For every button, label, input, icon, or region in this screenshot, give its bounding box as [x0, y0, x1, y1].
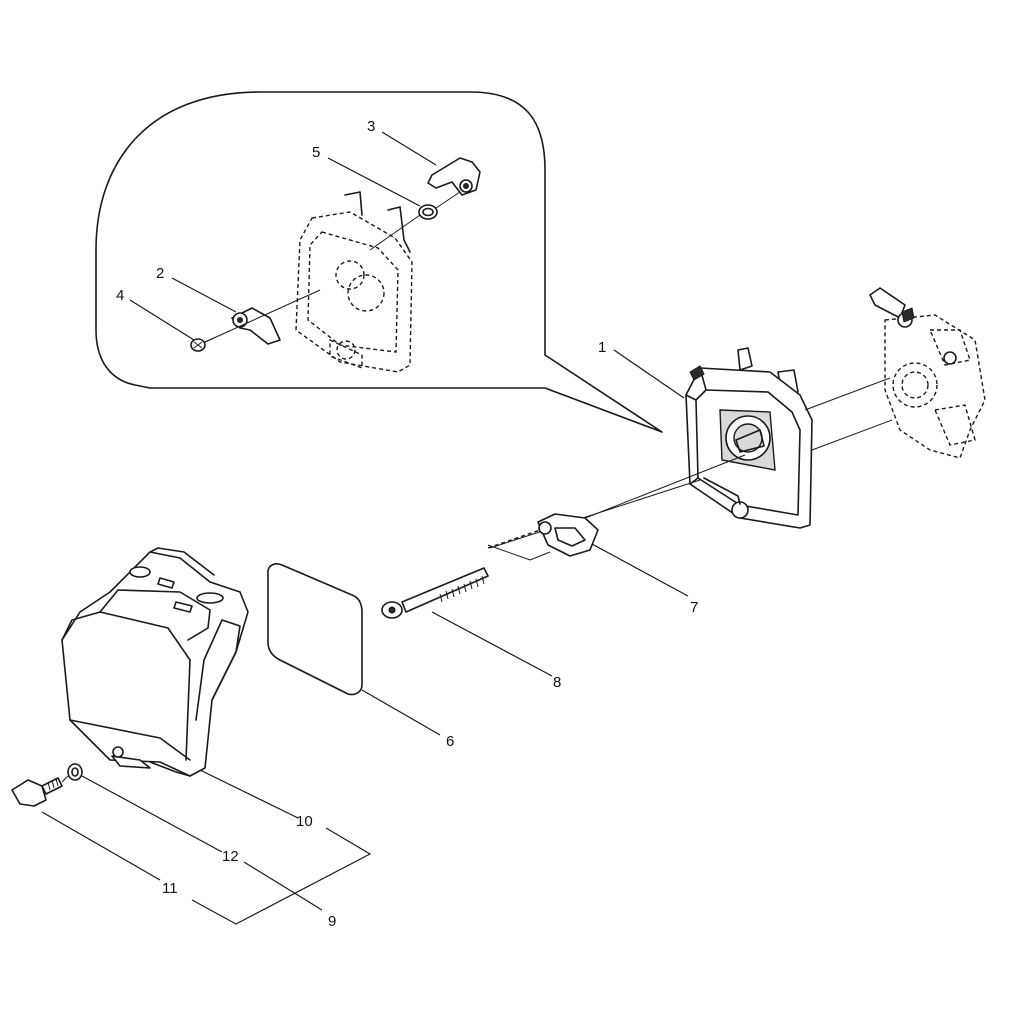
leader-12-lower [243, 861, 323, 911]
part-5-washer [418, 204, 438, 220]
axis-line-lower [811, 419, 893, 451]
callout-1: 1 [598, 339, 606, 356]
leader-4 [129, 299, 195, 341]
callout-12: 12 [222, 848, 239, 865]
leader-10 [199, 769, 299, 819]
bolt-axis-dash [487, 529, 541, 549]
leader-1 [613, 349, 685, 399]
part-2-bracket [231, 307, 281, 345]
leader-3 [381, 131, 437, 166]
bolt-axis-line [487, 544, 551, 561]
detail-callout-bubble [95, 91, 663, 433]
leader-6 [361, 689, 441, 736]
part-11-knob [11, 777, 63, 807]
main-axis-line-2 [559, 454, 746, 529]
callout-4: 4 [116, 287, 124, 304]
part-1-air-cleaner-base [685, 347, 813, 529]
callout-11: 11 [162, 880, 178, 897]
leader-12 [81, 775, 223, 853]
callout-8: 8 [553, 674, 561, 691]
part-3-lever [427, 157, 481, 196]
callout-7: 7 [690, 599, 698, 616]
callout-9: 9 [328, 913, 336, 930]
callout-2: 2 [156, 265, 164, 282]
part-12-washer [67, 763, 83, 781]
leader-5 [327, 157, 421, 207]
detail-air-cleaner-base [295, 191, 413, 373]
leader-2 [171, 277, 237, 313]
leader-11-lower [191, 827, 372, 925]
callout-3: 3 [367, 118, 375, 135]
callout-10: 10 [296, 813, 313, 830]
carburetor [869, 287, 986, 459]
detail-axis-lower [204, 289, 321, 343]
leader-7 [591, 543, 689, 597]
axis-line-upper [804, 377, 891, 411]
callout-6: 6 [446, 733, 454, 750]
leader-8 [431, 611, 553, 677]
part-7-bracket [537, 513, 599, 557]
part-10-cover [61, 547, 249, 777]
leader-11 [41, 811, 161, 881]
callout-5: 5 [312, 144, 320, 161]
part-6-filter-element [267, 563, 363, 696]
knob-axis-line [61, 775, 69, 783]
detail-axis-upper [369, 191, 461, 251]
part-8-bolt [381, 567, 489, 619]
